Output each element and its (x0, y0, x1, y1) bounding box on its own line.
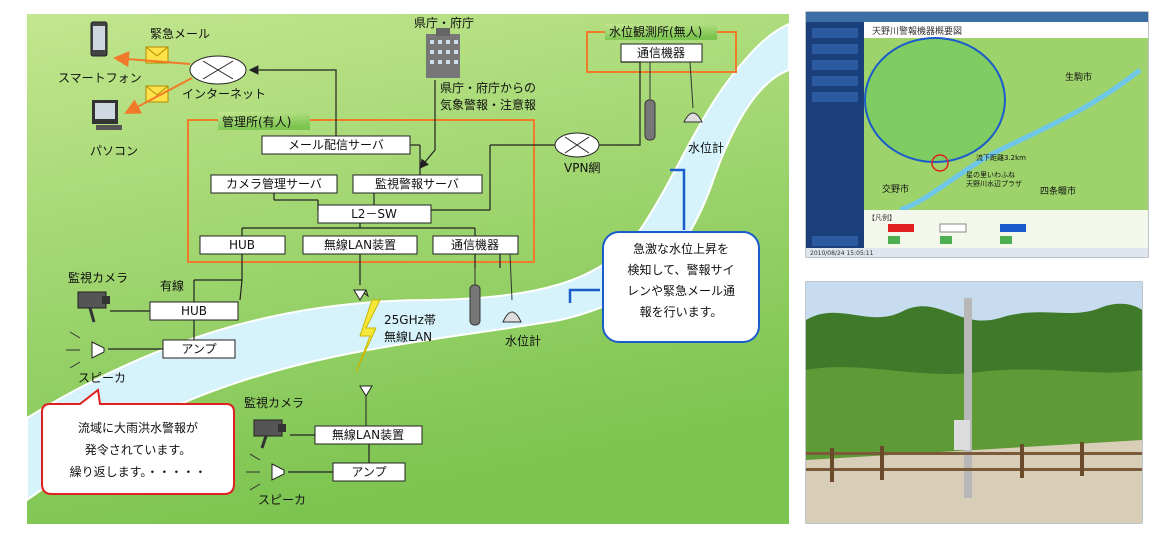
photo-panel (805, 281, 1143, 524)
camera-icon-2 (253, 419, 286, 449)
water-gauge-2-label: 水位計 (505, 333, 541, 348)
alarm-server-label: 監視警報サーバ (375, 176, 459, 191)
wlan-device-label: 無線LAN装置 (324, 237, 396, 252)
wlan-device-2-label: 無線LAN装置 (332, 427, 404, 442)
weather-warning-line-2: 気象警報・注意報 (440, 97, 536, 112)
speech-line-1: 流域に大雨洪水警報が (78, 420, 198, 435)
amp-2-label: アンプ (351, 465, 386, 479)
map-place-2: 天野川水辺プラザ (966, 179, 1022, 188)
wlan-25ghz-line-2: 無線LAN (384, 329, 432, 344)
map-place-1: 星の里いわふね (966, 171, 1015, 179)
building-icon (426, 28, 460, 78)
water-gauge-1-label: 水位計 (688, 140, 724, 155)
pc-screen (95, 103, 115, 119)
emergency-mail-label: 緊急メール (150, 26, 210, 41)
speaker-icon-1 (66, 331, 105, 369)
mail-envelope-flap-2 (145, 85, 169, 96)
mail-arrow-pc (124, 77, 193, 114)
mail-to-internet-line (248, 65, 337, 136)
l2sw-label: L2－SW (351, 207, 397, 221)
alert-callout (602, 231, 760, 343)
internet-cross-b (202, 60, 234, 80)
map-distance: 流下距離3.2km (976, 153, 1026, 162)
station-title-bg (605, 24, 717, 40)
mail-server-label: メール配信サーバ (288, 138, 384, 152)
map-panel: 天野川警報機器概要図 生駒市 交野市 四条畷市 流下距離3.2km 星の里いわふ… (805, 11, 1149, 258)
station-title: 水位観測所(無人) (609, 24, 702, 39)
wlan-25ghz-line-1: 25GHz帯 (384, 313, 436, 327)
pref-office-label: 県庁・府庁 (414, 15, 474, 30)
amp-1-label: アンプ (181, 342, 216, 356)
smartphone-label: スマートフォン (58, 71, 142, 85)
water-gauge-icon-2 (469, 253, 522, 326)
left-lower-connections (108, 279, 242, 350)
alert-line-2: 検知して、警報サイ (627, 262, 734, 277)
station-comm-label: 通信機器 (637, 45, 685, 60)
camera-server-label: カメラ管理サーバ (226, 176, 322, 191)
lower-right-connections (288, 434, 370, 473)
hub-2-label: HUB (181, 304, 207, 318)
alert-line-1: 急激な水位上昇を (633, 241, 729, 256)
speaker-icon-2 (246, 453, 285, 491)
blue-arrow-2 (568, 288, 600, 303)
internet-label: インターネット (182, 87, 266, 101)
lightning-icon (355, 299, 381, 373)
vpn-cross-b (564, 136, 590, 154)
mail-envelope-flap-1 (145, 46, 169, 57)
water-gauge-icon-1 (644, 61, 703, 141)
camera-2-label: 監視カメラ (244, 395, 304, 410)
weather-arrow (419, 80, 436, 169)
weather-warning-line-1: 県庁・府庁からの (440, 80, 536, 95)
camera-1-label: 監視カメラ (68, 270, 128, 285)
antenna-bottom-triangle (359, 385, 373, 397)
speaker-1-label: スピーカ (78, 371, 126, 385)
pc-keyboard (96, 125, 122, 130)
speech-callout (41, 388, 235, 495)
speech-line-2: 発令されています。 (85, 442, 191, 457)
river (26, 22, 790, 502)
pc-label: パソコン (90, 144, 138, 158)
map-title: 天野川警報機器概要図 (872, 25, 962, 37)
hub-label: HUB (229, 238, 255, 252)
mail-arrow-phone (113, 51, 191, 68)
office-title: 管理所(有人) (222, 114, 291, 129)
alarm-server-box (352, 174, 483, 194)
office-frame (187, 119, 535, 263)
alert-line-4: 報を行います。 (640, 305, 723, 319)
wired-label: 有線 (160, 278, 184, 293)
antenna-top-triangle (353, 289, 367, 301)
office-comm-label: 通信機器 (451, 237, 499, 252)
vpn-to-station-line (599, 61, 641, 146)
map-city-3: 四条畷市 (1040, 185, 1076, 197)
map-city-1: 生駒市 (1065, 71, 1092, 83)
station-comm-box (620, 43, 703, 63)
vpn-label: VPN網 (564, 161, 600, 175)
map-footer-date: 2010/08/24 15:05:11 (810, 250, 874, 257)
alert-line-3: レンや緊急メール通 (627, 283, 735, 298)
camera-icon-1 (77, 291, 110, 323)
smartphone-screen (93, 26, 105, 50)
map-legend-title: 【凡例】 (868, 213, 896, 222)
office-title-bg (218, 112, 310, 130)
map-city-2: 交野市 (882, 183, 909, 195)
speaker-2-label: スピーカ (258, 493, 306, 507)
blue-arrow-1 (670, 168, 686, 230)
speech-line-3: 繰り返します。・・・・・ (70, 465, 207, 479)
